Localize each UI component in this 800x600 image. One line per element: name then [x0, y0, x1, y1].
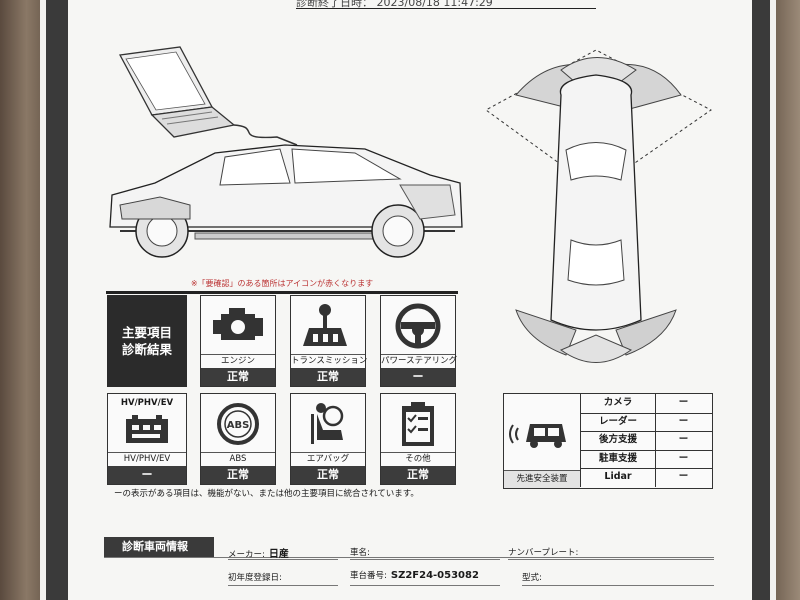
adas-row-name: レーダー: [581, 412, 656, 432]
vehicle-info-section: 診断車両情報 メーカー:日産 車名: ナンバープレート: 初年度登録日: 車台番…: [104, 537, 724, 600]
hv-tile: HV/PHV/EV HV/PHV/EV ー: [107, 393, 187, 485]
hv-top-label: HV/PHV/EV: [120, 398, 174, 408]
adas-row: 後方支援 ー: [581, 431, 712, 451]
chassis-field: 車台番号:SZ2F24-053082: [350, 569, 479, 581]
adas-row-name: カメラ: [581, 394, 656, 413]
abs-tile: ABS ABS 正常: [200, 393, 276, 485]
adas-row-value: ー: [678, 434, 689, 446]
car-side-view-illustration: [109, 144, 463, 258]
divider: [350, 585, 500, 586]
airbag-icon: [311, 403, 344, 444]
vehicle-info-title: 診断車両情報: [104, 537, 214, 557]
airbag-label: エアバッグ: [291, 452, 365, 466]
adas-row: Lidar ー: [581, 468, 712, 487]
other-label: その他: [381, 452, 455, 466]
abs-label: ABS: [201, 452, 275, 466]
adas-row: カメラ ー: [581, 394, 712, 414]
car-name-label: 車名:: [350, 548, 370, 558]
binding-bar-right: [752, 0, 770, 600]
model-field: 型式:: [522, 571, 542, 583]
model-label: 型式:: [522, 573, 542, 583]
power-steering-label: パワーステアリング: [381, 354, 458, 366]
legend-note: ※「要確認」のある箇所はアイコンが赤くなります: [106, 278, 458, 294]
engine-label: エンジン: [201, 354, 275, 368]
chassis-label: 車台番号:: [350, 571, 387, 581]
adas-panel: 先進安全装置 カメラ ー レーダー ー 後方支援 ー 駐車支援 ー Lidar …: [503, 393, 713, 489]
adas-row-name: Lidar: [581, 468, 656, 487]
abs-icon: ABS: [217, 403, 259, 445]
airbag-tile: エアバッグ 正常: [290, 393, 366, 485]
car-sensor-icon: [509, 424, 566, 448]
adas-row-name: 後方支援: [581, 431, 656, 450]
battery-icon: [126, 415, 168, 443]
gear-shift-icon: [303, 304, 347, 346]
adas-row-value: ー: [678, 452, 689, 464]
table-edge-right: [772, 0, 800, 600]
adas-row-value: ー: [678, 397, 689, 408]
other-tile: その他 正常: [380, 393, 456, 485]
table-edge-left: [0, 0, 44, 600]
power-steering-result: ー: [381, 368, 455, 386]
chassis-value: SZ2F24-053082: [390, 570, 479, 581]
divider: [228, 559, 338, 560]
maker-label: メーカー:: [228, 550, 265, 560]
adas-row-value: ー: [678, 471, 689, 483]
car-top-view-illustration: [486, 49, 712, 363]
adas-table: カメラ ー レーダー ー 後方支援 ー 駐車支援 ー Lidar ー: [580, 394, 712, 487]
abs-icon-text: ABS: [227, 420, 250, 431]
transmission-label: トランスミッション: [291, 354, 368, 366]
plate-label: ナンバープレート:: [508, 548, 579, 558]
divider: [508, 559, 714, 560]
adas-row-value: ー: [678, 415, 689, 427]
hv-label: HV/PHV/EV: [108, 452, 186, 466]
divider: [228, 585, 338, 586]
binding-bar-left: [46, 0, 68, 600]
airbag-result: 正常: [291, 466, 365, 484]
adas-caption: 先進安全装置: [504, 470, 580, 488]
adas-row: レーダー ー: [581, 412, 712, 433]
adas-row-name: 駐車支援: [581, 449, 656, 469]
clipboard-icon: [402, 402, 434, 446]
engine-result: 正常: [201, 368, 275, 386]
plate-field: ナンバープレート:: [508, 546, 578, 558]
adas-icon-area: [504, 394, 580, 470]
laptop-icon: [118, 46, 298, 146]
main-items-title: 主要項目 診断結果: [107, 295, 187, 387]
other-result: 正常: [381, 466, 455, 484]
power-steering-tile: パワーステアリング ー: [380, 295, 458, 387]
first-registration-label: 初年度登録日:: [228, 573, 282, 583]
first-registration-field: 初年度登録日:: [228, 571, 282, 583]
engine-tile: エンジン 正常: [200, 295, 276, 387]
hv-result: ー: [108, 466, 186, 484]
divider: [522, 585, 714, 586]
abs-result: 正常: [201, 466, 275, 484]
engine-icon: [213, 308, 263, 340]
transmission-tile: トランスミッション 正常: [290, 295, 368, 387]
diagnosis-end-datetime: 診断終了日時： 2023/08/18 11:47:29: [296, 0, 596, 9]
divider: [350, 559, 500, 560]
adas-row: 駐車支援 ー: [581, 449, 712, 470]
divider: [104, 557, 714, 558]
transmission-result: 正常: [291, 368, 365, 386]
steering-wheel-icon: [395, 303, 441, 349]
maker-value: 日産: [268, 549, 289, 560]
car-name-field: 車名:: [350, 546, 370, 558]
maker-field: メーカー:日産: [228, 545, 289, 560]
footnote: ーの表示がある項目は、機能がない、または他の主要項目に統合されています。: [114, 489, 419, 499]
